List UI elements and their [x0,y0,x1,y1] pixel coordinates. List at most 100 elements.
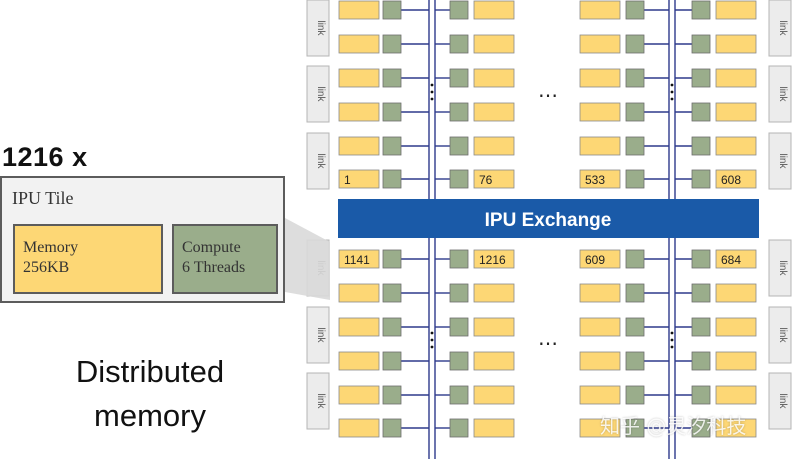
tile-compute-block [382,34,402,54]
tile-memory-block [579,317,621,337]
tile-id-label: 1216 [479,253,506,267]
tile-compute-block [625,317,645,337]
tile-memory-block [338,317,380,337]
bus-ellipsis-dot [430,90,434,94]
tile-compute-block [449,249,469,269]
tile-compute-block [449,169,469,189]
link-label: link [777,393,788,409]
tile-memory-block [338,169,380,189]
link-label: link [777,327,788,343]
tile-compute-block [691,34,711,54]
tile-count-label: 1216 x [2,142,88,172]
tile-id-label: 608 [721,173,741,187]
tile-memory-block [715,249,757,269]
tile-compute-block [691,249,711,269]
bus-ellipsis-dot [670,83,674,87]
link-box [306,0,330,57]
tile-memory-block [338,34,380,54]
bus-ellipsis-dot [670,331,674,335]
tile-compute-block [625,249,645,269]
tile-compute-block [382,0,402,20]
tile-compute-block [382,249,402,269]
memory-label: Memory [23,239,79,256]
tile-compute-block [625,283,645,303]
tile-memory-block [715,317,757,337]
link-box [306,132,330,190]
tile-memory-block [715,102,757,122]
tile-memory-block [715,418,757,438]
tile-memory-block [579,136,621,156]
tile-compute-block [691,317,711,337]
tile-compute-block [449,102,469,122]
tile-compute-block [449,385,469,405]
caption-line-2: memory [94,398,206,433]
tile-compute-block [625,102,645,122]
tile-memory-block [579,169,621,189]
tile-compute-block [625,0,645,20]
tile-memory-block [579,418,621,438]
tile-compute-block [449,136,469,156]
tile-compute-block [625,34,645,54]
ipu-exchange-label: IPU Exchange [485,210,612,231]
tile-memory-block [715,385,757,405]
tile-compute-block [382,351,402,371]
link-label: link [777,86,788,102]
tile-memory-block [473,102,515,122]
tile-memory-block [338,68,380,88]
bus-ellipsis-dot [670,90,674,94]
tile-callout-wedge [285,218,330,300]
tile-compute-block [625,385,645,405]
tile-memory-block [338,351,380,371]
link-label: link [315,20,326,36]
tile-memory-block [473,0,515,20]
tile-compute-block [691,68,711,88]
tile-memory-block [715,351,757,371]
tile-memory-block [338,249,380,269]
tile-compute-block [449,283,469,303]
bus-ellipsis-dot [670,345,674,349]
tile-compute-block [691,136,711,156]
bus-ellipsis-dot [670,97,674,101]
tile-id-label: 609 [585,253,605,267]
bus-lines-group [401,0,692,459]
tile-compute-block [625,351,645,371]
link-box [768,372,792,430]
tile-memory-block [473,351,515,371]
ipu-exchange-bar [338,199,759,238]
tile-compute-block [382,385,402,405]
tile-memory-block [579,102,621,122]
link-label: link [315,153,326,169]
tile-compute-block [449,68,469,88]
link-label: link [315,327,326,343]
tile-memory-block [715,34,757,54]
bus-ellipsis-dot [430,83,434,87]
tile-id-label: 1141 [344,253,370,267]
tile-memory-block [338,102,380,122]
tile-compute-block [382,102,402,122]
tile-memory-block [473,283,515,303]
tile-id-label: 533 [585,173,605,187]
tile-compute-block [625,136,645,156]
link-label: link [315,86,326,102]
tile-compute-block [382,317,402,337]
tile-id-label: 76 [479,173,493,187]
tile-compute-block [691,283,711,303]
memory-box: Memory 256KB [13,224,163,294]
tile-memory-block [579,283,621,303]
tile-memory-block [579,68,621,88]
tile-compute-block [449,34,469,54]
tile-memory-block [473,34,515,54]
tile-memory-block [473,249,515,269]
tile-memory-block [338,283,380,303]
caption-line-1: Distributed [75,354,225,389]
compute-box: Compute 6 Threads [172,224,278,294]
bus-ellipsis-dot [430,345,434,349]
tile-compute-block [382,169,402,189]
tile-memory-block [338,0,380,20]
ellipsis-bottom: … [538,326,558,350]
link-box [306,65,330,123]
tile-memory-block [579,385,621,405]
